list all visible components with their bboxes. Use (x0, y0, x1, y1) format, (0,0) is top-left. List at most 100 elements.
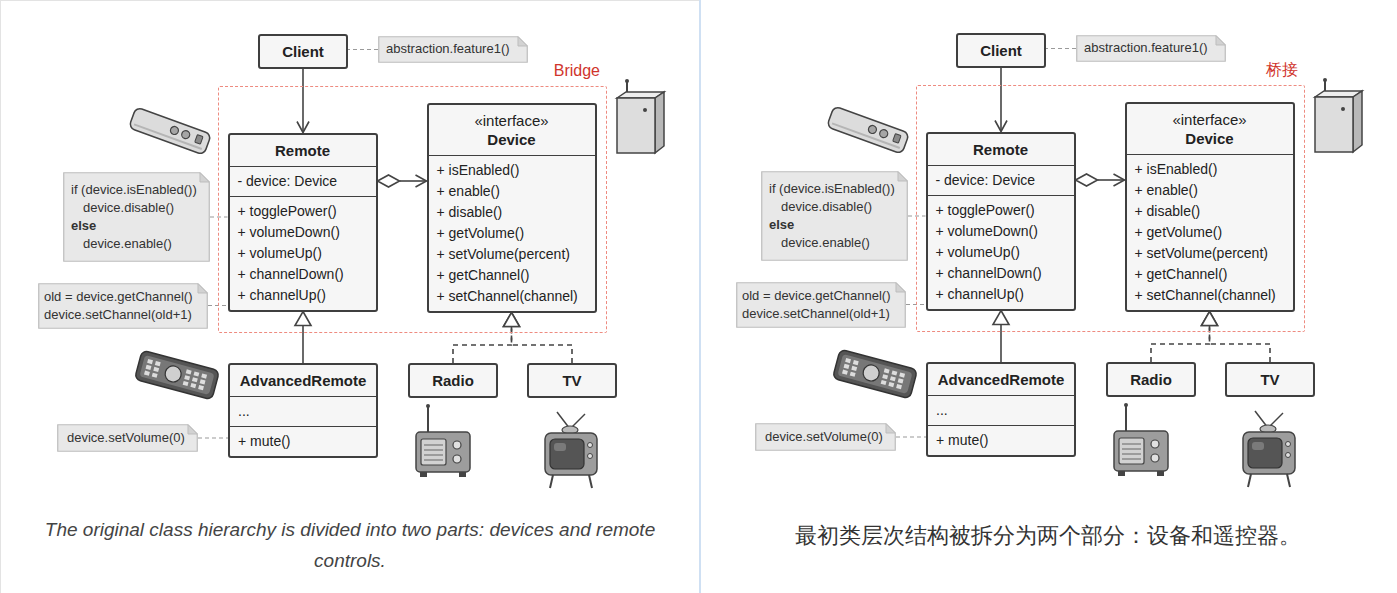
note-fold (518, 37, 527, 46)
class-name: «interface» (1135, 110, 1285, 129)
class-box: AdvancedRemote...+ mute() (926, 362, 1076, 457)
note-box: device.setVolume(0) (755, 423, 896, 451)
remote-key (201, 373, 207, 378)
remote-panel (139, 355, 214, 395)
connector (453, 313, 520, 364)
class-member: + enable() (1135, 180, 1285, 201)
class-section: Remote (928, 134, 1074, 165)
note-text: device.setVolume(0) (765, 428, 884, 446)
class-section: AdvancedRemote (230, 365, 376, 396)
radio-foot (420, 472, 427, 477)
radio-speaker (421, 439, 446, 465)
class-name: TV (537, 371, 607, 390)
class-member: + setChannel(channel) (1135, 285, 1285, 306)
class-member: + disable() (1135, 201, 1285, 222)
connector (995, 68, 1007, 132)
class-member: + getVolume() (437, 223, 587, 244)
class-section: TV (529, 365, 615, 396)
class-box: TV (1225, 362, 1315, 397)
panel-edge (699, 0, 701, 593)
remote-key (186, 369, 192, 374)
remote-key (200, 379, 206, 384)
note-outline (737, 283, 906, 328)
connector-line (400, 180, 427, 182)
tv-body (545, 433, 597, 475)
note-fold (200, 173, 209, 182)
class-section: «interface»Device (1127, 104, 1293, 154)
remote-key (193, 371, 199, 376)
class-section: Client (958, 35, 1044, 66)
note-box: abstraction.feature1() (378, 36, 528, 63)
class-section: + isEnabled()+ enable()+ disable()+ getV… (1127, 154, 1293, 310)
class-member: + setChannel(channel) (437, 286, 587, 307)
class-name: AdvancedRemote (238, 371, 368, 390)
connector-line (1210, 326, 1271, 363)
note-text: else (71, 217, 198, 235)
class-member: + volumeUp() (936, 242, 1066, 263)
class-name: Device (437, 130, 587, 149)
radio-knob (453, 455, 461, 463)
tv-leg (589, 475, 592, 488)
remote-button (181, 129, 191, 139)
class-name: Remote (238, 141, 368, 160)
class-name: Radio (418, 371, 488, 390)
arrow-head (1114, 174, 1125, 186)
note-outline (379, 37, 528, 63)
connector-line (512, 327, 573, 364)
class-name: «interface» (437, 111, 587, 130)
remote-key (144, 371, 150, 376)
class-box: AdvancedRemote... + mute() (228, 363, 378, 458)
connector-line (1000, 68, 1002, 132)
panel-border (1, 1, 700, 593)
connector (348, 49, 378, 50)
connector-line (1046, 48, 1076, 49)
remote-icon (129, 107, 212, 155)
class-name: Radio (1116, 370, 1186, 389)
note-text: device.disable() (71, 199, 198, 217)
class-section: TV (1227, 364, 1313, 395)
arrow-head (295, 312, 311, 326)
connector (896, 437, 926, 438)
speaker-grill (424, 450, 443, 451)
connector-line (302, 326, 304, 364)
remote-key (192, 377, 198, 382)
remote-key (153, 367, 159, 372)
class-section: Radio (410, 365, 496, 396)
arrow-head (995, 121, 1007, 132)
remote-key (155, 361, 161, 366)
note-outline (58, 425, 198, 452)
class-member: + setVolume(percent) (437, 244, 587, 265)
connector (1046, 48, 1076, 49)
class-member: + getVolume() (1135, 222, 1285, 243)
class-section: «interface»Device (429, 105, 595, 155)
remote-key (184, 375, 190, 380)
class-member: + mute() (238, 431, 368, 452)
note-text: else (769, 216, 896, 234)
bridge-region: 桥接Remote- device: Device+ togglePower()+… (916, 85, 1305, 332)
note-text: abstraction.feature1() (1084, 39, 1214, 57)
arrow-head (504, 313, 520, 327)
class-section: AdvancedRemote (928, 364, 1074, 395)
antenna (427, 407, 429, 432)
arrow-head (993, 311, 1009, 325)
connector-line (348, 49, 378, 50)
connector (1076, 174, 1125, 186)
class-member: + getChannel() (437, 265, 587, 286)
speaker-grill (424, 455, 443, 456)
class-section: ... (230, 396, 376, 426)
remote-body (134, 350, 219, 400)
class-member: + isEnabled() (437, 160, 587, 181)
tv-leg (550, 475, 553, 488)
caption: 最初类层次结构被拆分为两个部分：设备和遥控器。 (718, 521, 1378, 551)
device-side (655, 92, 664, 153)
class-box: Remote- device: Device+ togglePower()+ v… (228, 133, 378, 312)
note-outline (64, 173, 210, 262)
connector (993, 311, 1009, 363)
connector (1202, 312, 1271, 363)
note-text: device.setChannel(old+1) (742, 305, 894, 323)
radio-picture (416, 404, 470, 477)
connector-line (198, 437, 228, 438)
tv-knob (588, 443, 593, 448)
tv-screen (550, 439, 584, 469)
class-name: Remote (936, 140, 1066, 159)
